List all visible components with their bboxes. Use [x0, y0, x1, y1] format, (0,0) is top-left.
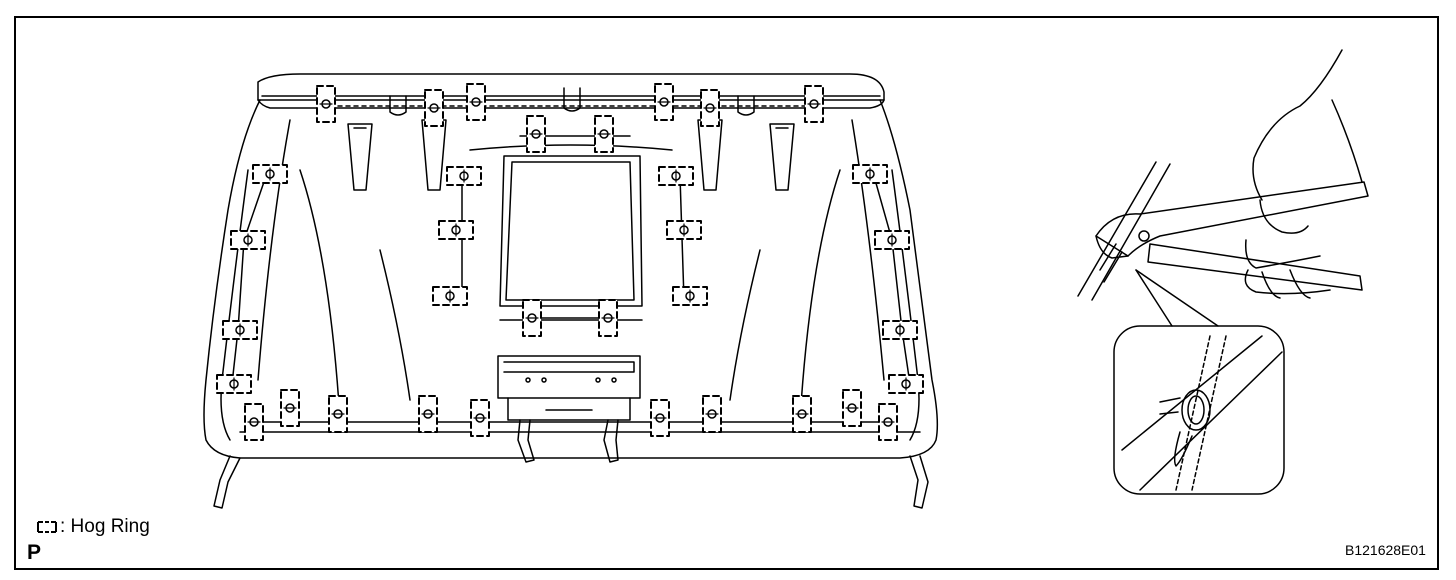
hog-ring-symbol-icon: [37, 521, 57, 533]
hog-ring-marker: [418, 395, 438, 433]
hog-ring-marker: [216, 374, 252, 394]
hog-ring-marker: [526, 115, 546, 153]
seat-back-outline: [203, 73, 939, 509]
hog-ring-marker: [792, 395, 812, 433]
hog-ring-marker: [700, 89, 720, 127]
hog-ring-marker: [424, 89, 444, 127]
hog-ring-marker: [654, 83, 674, 121]
figure-frame: [14, 16, 1439, 570]
hog-ring-marker: [252, 164, 288, 184]
panel-letter: P: [27, 541, 42, 564]
hog-ring-marker: [702, 395, 722, 433]
hog-ring-marker: [466, 83, 486, 121]
hog-ring-marker: [222, 320, 258, 340]
hog-ring-marker: [598, 299, 618, 337]
hog-ring-marker: [244, 403, 264, 441]
hog-ring-markers: [216, 83, 924, 441]
hog-ring-marker: [470, 399, 490, 437]
hog-ring-marker: [446, 166, 482, 186]
legend: : Hog Ring: [36, 516, 150, 538]
hog-ring-marker: [804, 85, 824, 123]
hog-ring-marker: [280, 389, 300, 427]
hog-ring-marker: [852, 164, 888, 184]
hog-ring-marker: [842, 389, 862, 427]
hog-ring-marker: [230, 230, 266, 250]
hog-ring-marker: [672, 286, 708, 306]
hog-ring-marker: [432, 286, 468, 306]
hog-ring-marker: [882, 320, 918, 340]
hog-ring-marker: [328, 395, 348, 433]
hog-ring-marker: [594, 115, 614, 153]
hog-ring-marker: [874, 230, 910, 250]
hog-ring-pliers-illustration: [1077, 49, 1369, 495]
hog-ring-marker: [438, 220, 474, 240]
figure-code: B121628E01: [1345, 542, 1426, 558]
hog-ring-marker: [878, 403, 898, 441]
hog-ring-marker: [666, 220, 702, 240]
legend-label: : Hog Ring: [60, 516, 150, 537]
hog-ring-marker: [522, 299, 542, 337]
hog-ring-marker: [316, 85, 336, 123]
hog-ring-marker: [658, 166, 694, 186]
hog-ring-marker: [888, 374, 924, 394]
hog-ring-marker: [650, 399, 670, 437]
